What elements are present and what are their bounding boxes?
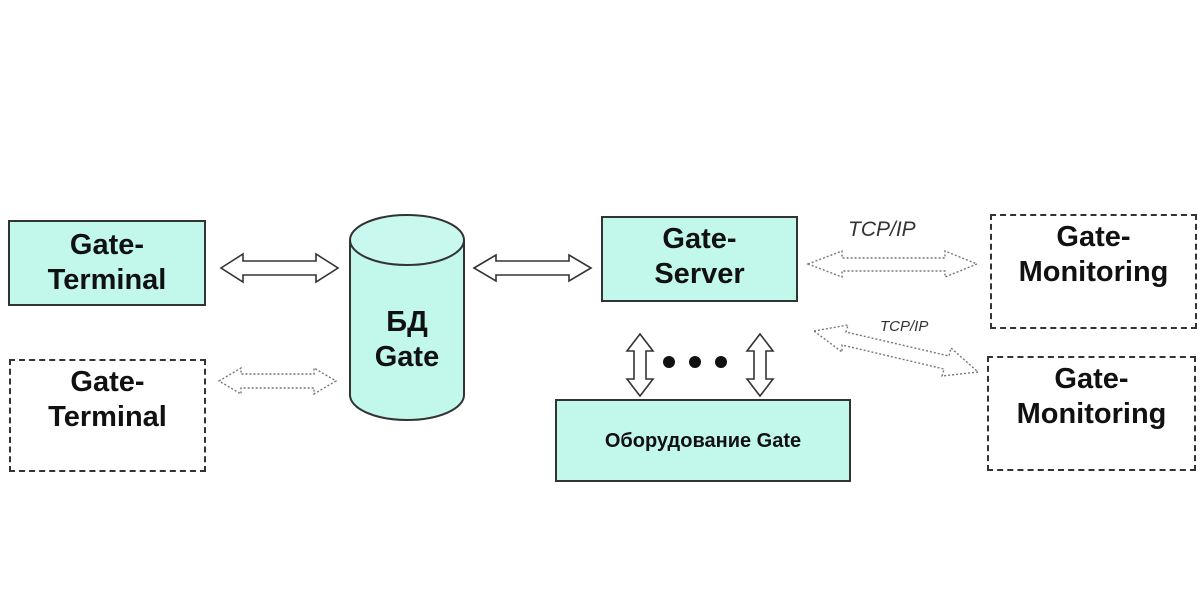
gate-server: Gate- Server — [601, 216, 798, 302]
gate-monitoring-2-line1: Gate- — [1054, 363, 1129, 395]
arrow-terminal-db — [219, 252, 340, 284]
arrow-db-server — [472, 253, 593, 283]
gate-terminal-primary-line1: Gate- — [69, 229, 145, 262]
gate-equipment: Оборудование Gate — [555, 399, 851, 482]
dot-icon — [663, 356, 675, 368]
dot-icon — [715, 356, 727, 368]
gate-terminal-optional-line2: Terminal — [48, 400, 167, 433]
ellipsis-dots — [663, 356, 727, 368]
arrow-server-monitoring-1 — [806, 249, 979, 279]
tcp-ip-label-2: TCP/IP — [880, 318, 929, 335]
arrow-server-equipment-right — [745, 332, 775, 398]
database-label: БД Gate — [350, 300, 464, 380]
arrow-server-monitoring-2 — [812, 324, 980, 377]
gate-monitoring-1-line2: Monitoring — [1018, 255, 1169, 288]
gate-terminal-primary-line2: Terminal — [47, 264, 167, 296]
arrow-server-equipment-left — [625, 332, 655, 398]
gate-terminal-primary: Gate- Terminal — [8, 220, 206, 306]
database-cylinder-icon — [349, 214, 465, 421]
gate-monitoring-2-line2: Monitoring — [1016, 397, 1167, 430]
arrow-terminal2-db — [217, 366, 338, 396]
gate-terminal-optional: Gate- Terminal — [9, 359, 206, 472]
dot-icon — [689, 356, 701, 368]
gate-monitoring-1-line1: Gate- — [1056, 221, 1131, 253]
gate-server-line2: Server — [654, 257, 745, 290]
database-label-line1: БД — [386, 306, 428, 339]
gate-monitoring-1: Gate- Monitoring — [990, 214, 1197, 329]
tcp-ip-label-1: TCP/IP — [848, 218, 916, 241]
gate-monitoring-2: Gate- Monitoring — [987, 356, 1196, 471]
gate-server-line1: Gate- — [662, 223, 737, 255]
gate-equipment-label: Оборудование Gate — [604, 429, 802, 452]
gate-terminal-optional-line1: Gate- — [70, 366, 145, 398]
database-label-line2: Gate — [374, 341, 440, 373]
